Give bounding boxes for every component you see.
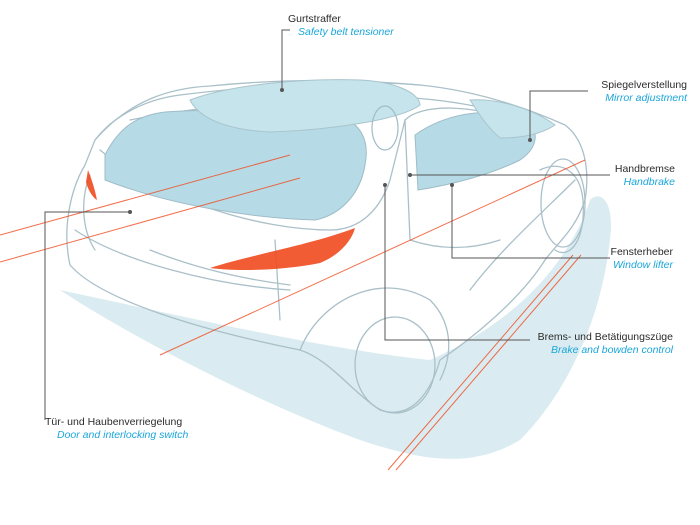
tail-light-right [210, 228, 355, 271]
callout-en: Door and interlocking switch [57, 429, 189, 441]
callout-door-interlocking: Tür- und Haubenverriegelung Door and int… [45, 416, 188, 442]
callout-de: Handbremse [614, 163, 675, 175]
roof-glass [189, 79, 421, 133]
callout-mirror-adjustment: Spiegelverstellung Mirror adjustment [601, 79, 687, 105]
callout-belt-tensioner: Gurtstraffer Safety belt tensioner [288, 13, 394, 39]
leader-lines [44, 29, 610, 420]
callout-de: Spiegelverstellung [601, 79, 687, 91]
floor-shadow [60, 196, 611, 459]
laser-lines [0, 154, 586, 471]
callout-en: Mirror adjustment [605, 92, 687, 104]
rear-wheel [354, 316, 436, 414]
callout-handbrake: Handbremse Handbrake [615, 163, 675, 189]
callout-window-lifter: Fensterheber Window lifter [611, 246, 673, 272]
callout-en: Brake and bowden control [551, 344, 673, 356]
callout-de: Gurtstraffer [288, 13, 341, 25]
callout-de: Fensterheber [610, 246, 673, 258]
callout-en: Safety belt tensioner [298, 26, 394, 38]
front-window [469, 99, 556, 139]
rear-window [104, 109, 367, 221]
callout-en: Handbrake [623, 176, 675, 188]
callout-brake-bowden: Brems- und Betätigungszüge Brake and bow… [538, 331, 673, 357]
callout-de: Brems- und Betätigungszüge [537, 331, 673, 343]
callout-en: Window lifter [612, 259, 673, 271]
steering-wheel [371, 105, 399, 151]
callout-de: Tür- und Haubenverriegelung [45, 416, 183, 428]
tail-light-left [86, 170, 97, 200]
front-wheel [540, 158, 586, 248]
